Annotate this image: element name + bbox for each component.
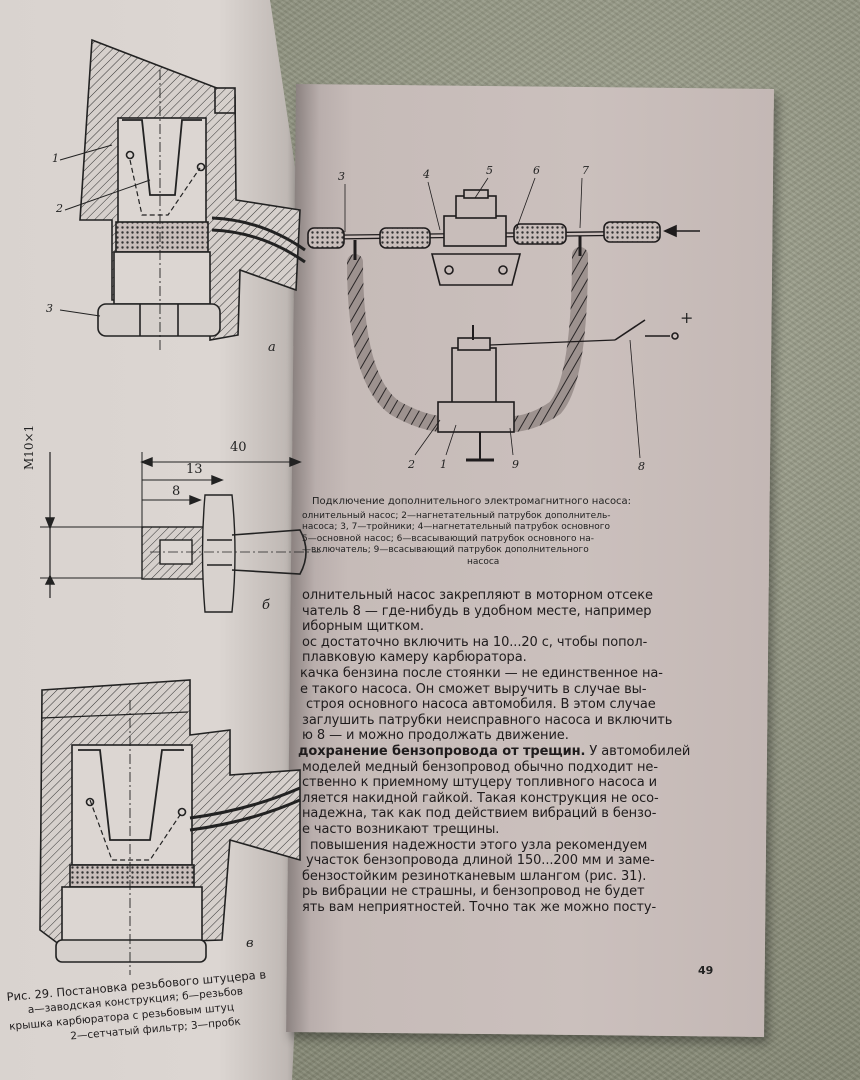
body-line: надежна, так как под действием вибраций … xyxy=(302,806,657,822)
caption-line-3: насоса; 3, 7—тройники; 4—нагнетательный … xyxy=(302,522,610,532)
figure-c-drawing xyxy=(39,679,301,975)
body-line: плавковую камеру карбюратора. xyxy=(302,650,527,666)
body-line: ос достаточно включить на 10...20 с, что… xyxy=(302,634,648,650)
body-line: ственно к приемному штуцеру топливного н… xyxy=(302,775,658,791)
body-line: бензостойким резинотканевым шлангом (рис… xyxy=(302,868,647,884)
page-number: 49 xyxy=(698,964,714,977)
pump-callout-8: 8 xyxy=(638,460,645,473)
caption-line-2: олнительный насос; 2—нагнетательный патр… xyxy=(302,510,611,521)
caption-line-1: Подключение дополнительного электромагни… xyxy=(312,496,632,507)
body-line: е часто возникают трещины. xyxy=(302,821,500,837)
plus-sign: + xyxy=(680,308,694,327)
fig-b-dim-8: 8 xyxy=(172,484,181,499)
body-text: олнительный насос закрепляют в моторном … xyxy=(296,588,720,915)
body-line: ляется накидной гайкой. Такая конструкци… xyxy=(302,790,659,806)
caption-line-6: насоса xyxy=(467,556,500,567)
fig-b-dim-40: 40 xyxy=(230,440,247,455)
fig-a-callout-2: 2 xyxy=(56,202,63,215)
body-line: ю 8 — и можно продолжать движение. xyxy=(302,728,569,744)
pump-callout-4: 4 xyxy=(423,168,430,181)
fig-c-label: в xyxy=(246,936,254,951)
body-line: иборным щитком. xyxy=(302,619,424,635)
body-line: качка бензина после стоянки — не единств… xyxy=(300,665,663,681)
pump-callout-2: 2 xyxy=(408,458,415,471)
figure-a-drawing xyxy=(59,38,306,350)
fig-a-label: а xyxy=(268,340,276,355)
body-line: участок бензопровода длиной 150...200 мм… xyxy=(306,853,655,869)
pump-callout-7: 7 xyxy=(582,164,589,177)
pump-callout-3: 3 xyxy=(338,170,345,183)
body-line: рь вибрации не страшны, и бензопровод не… xyxy=(302,884,645,900)
body-line: У автомобилей xyxy=(585,743,691,759)
figure-b-drawing xyxy=(40,452,320,613)
body-line: повышения надежности этого узла рекоменд… xyxy=(310,837,648,853)
caption-line-5: —включатель; 9—всасывающий патрубок допо… xyxy=(302,545,589,555)
pump-callout-1: 1 xyxy=(440,458,447,471)
body-line: ять вам неприятностей. Точно так же можн… xyxy=(302,899,657,915)
body-line: строя основного насоса автомобиля. В это… xyxy=(306,697,656,713)
fig-b-thread-label: M10×1 xyxy=(22,424,36,470)
pump-callout-9: 9 xyxy=(512,458,519,471)
body-line: е такого насоса. Он сможет выручить в сл… xyxy=(300,681,647,697)
fig-a-callout-1: 1 xyxy=(52,152,59,165)
fig-b-label: б xyxy=(262,598,270,613)
fig-a-callout-3: 3 xyxy=(46,302,53,315)
body-line: чатель 8 — где-нибудь в удобном месте, н… xyxy=(302,603,652,619)
body-line: олнительный насос закрепляют в моторном … xyxy=(302,588,653,603)
body-line: моделей медный бензопровод обычно подход… xyxy=(302,759,658,775)
fig-b-dim-13: 13 xyxy=(186,462,203,477)
figure-caption: Подключение дополнительного электромагни… xyxy=(302,496,712,568)
section-heading: дохранение бензопровода от трещин. xyxy=(298,743,586,759)
pump-callout-6: 6 xyxy=(533,164,540,177)
pump-diagram xyxy=(307,177,700,462)
body-line: заглушить патрубки неисправного насоса и… xyxy=(302,712,673,728)
pump-callout-5: 5 xyxy=(486,164,493,177)
caption-line-4: 5—основной насос; 6—всасывающий патрубок… xyxy=(302,533,594,544)
